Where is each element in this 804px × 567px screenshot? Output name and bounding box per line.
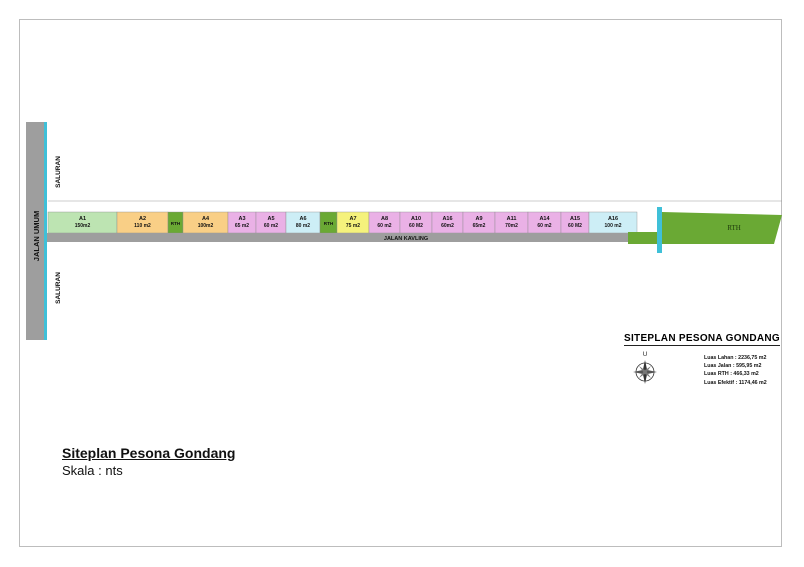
lot-16-id: A15 <box>570 216 580 222</box>
lot-15-id: A14 <box>539 216 550 222</box>
lot-5-area: 65 m2 <box>235 223 249 229</box>
internal-road <box>47 233 629 242</box>
channel-strip <box>44 122 47 340</box>
stat-rth: Luas RTH : 466,33 m2 <box>704 371 759 378</box>
lot-2-area: 110 m2 <box>134 223 151 229</box>
lot-10-id: A8 <box>381 216 388 222</box>
junction-channel <box>657 207 662 253</box>
lot-3-id: RTH <box>171 221 181 226</box>
lot-1-area: 150m2 <box>75 223 91 229</box>
lot-7-id: A6 <box>299 216 306 222</box>
lot-7-area: 80 m2 <box>296 223 310 229</box>
north-label: U <box>643 352 647 358</box>
lot-2-id: A2 <box>139 216 146 222</box>
lot-11-id: A10 <box>411 216 421 222</box>
lot-12-id: A16 <box>442 216 452 222</box>
lot-15-area: 60 m2 <box>537 223 551 229</box>
lot-5-id: A3 <box>238 216 245 222</box>
area-stats: Luas Lahan : 2236,75 m2 Luas Jalan : 595… <box>704 354 767 387</box>
lot-9-area: 75 m2 <box>346 223 360 229</box>
stat-lahan: Luas Lahan : 2236,75 m2 <box>704 355 767 361</box>
caption-title: Siteplan Pesona Gondang <box>62 445 236 461</box>
north-arrow-icon <box>633 360 657 384</box>
rth-area <box>628 212 782 244</box>
rth-area-label: RTH <box>727 224 741 232</box>
lot-11-area: 60 M2 <box>409 223 423 229</box>
internal-road-label: JALAN KAVLING <box>384 236 428 242</box>
lot-14-area: 70m2 <box>505 223 518 229</box>
lot-13-area: 65m2 <box>473 223 486 229</box>
lot-4-id: A4 <box>202 216 210 222</box>
drawing-frame <box>19 19 782 547</box>
lot-16-area: 60 M2 <box>568 223 582 229</box>
lot-6-area: 60 m2 <box>264 223 278 229</box>
lot-1-id: A1 <box>79 216 86 222</box>
channel-top-label: SALURAN <box>55 156 62 188</box>
channel-bottom-label: SALURAN <box>55 272 62 304</box>
lot-13-id: A9 <box>475 216 482 222</box>
main-road <box>26 122 46 340</box>
legend-title: SITEPLAN PESONA GONDANG <box>624 333 780 346</box>
stat-jalan: Luas Jalan : 595,95 m2 <box>704 363 762 370</box>
lot-8-id: RTH <box>324 221 334 226</box>
caption: Siteplan Pesona Gondang Skala : nts <box>62 445 235 478</box>
lot-12-area: 60m2 <box>441 223 454 229</box>
lot-17-id: A16 <box>608 216 618 222</box>
caption-scale: Skala : nts <box>62 463 123 478</box>
lot-17-area: 100 m2 <box>605 223 622 229</box>
main-road-label: JALAN UMUM <box>32 211 41 261</box>
lot-4-area: 100m2 <box>198 223 214 229</box>
stat-efektif: Luas Efektif : 1174,46 m2 <box>704 379 767 386</box>
lot-10-area: 60 m2 <box>377 223 391 229</box>
lot-9-id: A7 <box>349 216 356 222</box>
lot-14-id: A11 <box>507 216 517 222</box>
lot-6-id: A5 <box>267 216 274 222</box>
